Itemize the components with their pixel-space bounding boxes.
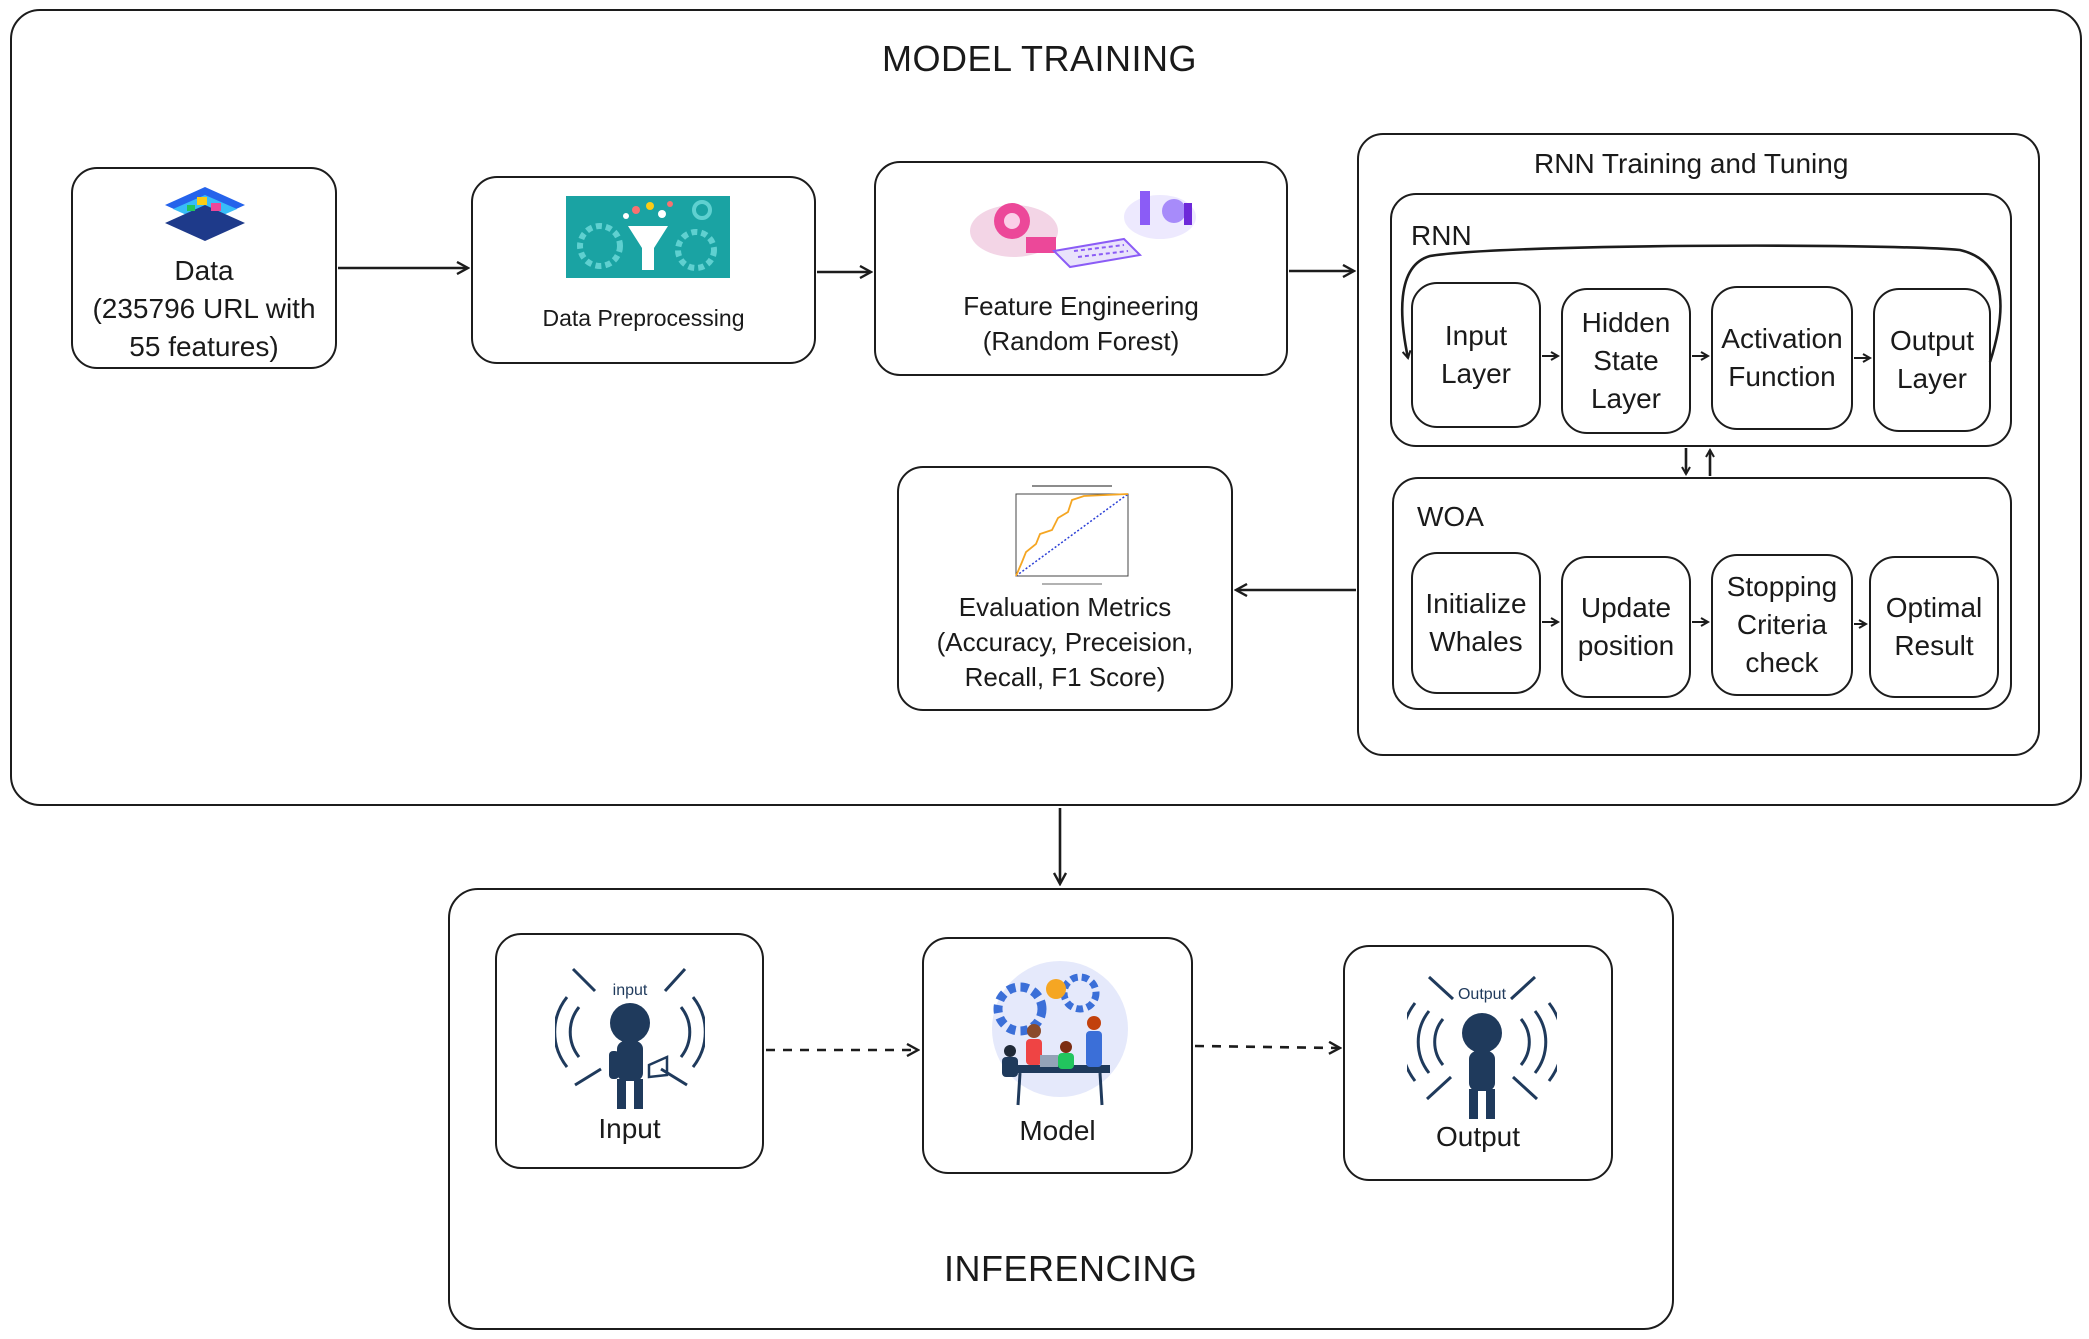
feature-engineering-method: (Random Forest)	[982, 326, 1180, 357]
preprocessing-label: Data Preprocessing	[542, 305, 745, 331]
arrow-dashed-model-to-output	[1194, 1046, 1340, 1048]
data-node: Data (235796 URL with 55 features)	[71, 167, 337, 369]
rnn-hidden-line3: Layer	[1590, 382, 1662, 414]
rnn-output-layer: Output Layer	[1873, 288, 1991, 432]
feature-engineering-illustration	[970, 191, 1196, 269]
woa-optimal-line1: Optimal	[1885, 592, 1983, 624]
woa-stopping-line2: Criteria	[1736, 609, 1828, 641]
evaluation-metrics-list-2: Recall, F1 Score)	[964, 662, 1166, 693]
inference-model-node: Model	[922, 937, 1193, 1174]
rnn-input-layer-line2: Layer	[1440, 358, 1512, 389]
model-team-illustration	[992, 961, 1128, 1106]
model-training-section	[10, 9, 2082, 806]
woa-initialize-line1: Initialize	[1425, 588, 1527, 620]
rnn-activation-line1: Activation	[1721, 323, 1843, 355]
rnn-subpanel	[1390, 193, 2012, 447]
rnn-input-layer: Input Layer	[1411, 282, 1541, 428]
rnn-input-layer-line1: Input	[1444, 320, 1508, 352]
rnn-training-tuning-panel	[1357, 133, 2040, 756]
inference-input-node: input Input	[495, 933, 764, 1169]
roc-curve-thumbnail	[1015, 485, 1129, 585]
data-preprocessing-node: Data Preprocessing	[471, 176, 816, 364]
rnn-hidden-line2: State	[1593, 345, 1659, 377]
woa-update-position: Update position	[1561, 556, 1691, 698]
input-person-icon: input	[555, 967, 705, 1109]
input-figure-text: input	[613, 982, 648, 999]
rnn-output-line1: Output	[1889, 325, 1975, 357]
rnn-hidden-state-layer: Hidden State Layer	[1561, 288, 1691, 434]
woa-stopping-line1: Stopping	[1726, 571, 1838, 603]
woa-update-line2: position	[1577, 630, 1675, 661]
data-detail-line2: (235796 URL with	[92, 292, 316, 324]
feature-engineering-title: Feature Engineering	[963, 291, 1199, 321]
woa-optimal-line2: Result	[1894, 630, 1974, 661]
woa-subpanel	[1392, 477, 2012, 710]
data-title: Data	[174, 255, 234, 286]
woa-initialize-whales: Initialize Whales	[1411, 552, 1541, 694]
inference-input-label: Input	[598, 1113, 661, 1144]
preprocessing-funnel-icon	[566, 196, 730, 278]
woa-label: WOA	[1417, 501, 1484, 532]
inference-model-label: Model	[1019, 1115, 1096, 1146]
model-training-title: MODEL TRAINING	[882, 38, 1198, 79]
woa-optimal-result: Optimal Result	[1869, 556, 1999, 698]
inferencing-section	[448, 888, 1674, 1330]
inference-output-label: Output	[1435, 1121, 1521, 1152]
data-detail-line3: 55 features)	[129, 330, 279, 362]
inferencing-title: INFERENCING	[944, 1248, 1198, 1289]
evaluation-title: Evaluation Metrics	[958, 592, 1172, 622]
woa-stopping-criteria: Stopping Criteria check	[1711, 554, 1853, 696]
evaluation-metrics-list-1: (Accuracy, Preceision,	[936, 627, 1194, 658]
rnn-output-line2: Layer	[1896, 363, 1968, 394]
rnn-hidden-line1: Hidden	[1581, 307, 1671, 339]
data-stack-icon	[165, 187, 245, 241]
rnn-training-tuning-title: RNN Training and Tuning	[1534, 148, 1849, 179]
woa-stopping-line3: check	[1745, 646, 1819, 678]
output-person-icon: Output	[1407, 975, 1557, 1119]
rnn-activation-line2: Function	[1728, 361, 1836, 392]
evaluation-metrics-node: Evaluation Metrics (Accuracy, Preceision…	[897, 466, 1233, 711]
rnn-label: RNN	[1411, 220, 1472, 251]
rnn-recurrent-loop	[1400, 244, 2002, 363]
woa-initialize-line2: Whales	[1429, 626, 1523, 657]
inference-output-node: Output Output	[1343, 945, 1613, 1181]
feature-engineering-node: Feature Engineering (Random Forest)	[874, 161, 1288, 376]
rnn-activation-function: Activation Function	[1711, 286, 1853, 430]
output-figure-text: Output	[1458, 986, 1507, 1003]
woa-update-line1: Update	[1580, 592, 1672, 624]
